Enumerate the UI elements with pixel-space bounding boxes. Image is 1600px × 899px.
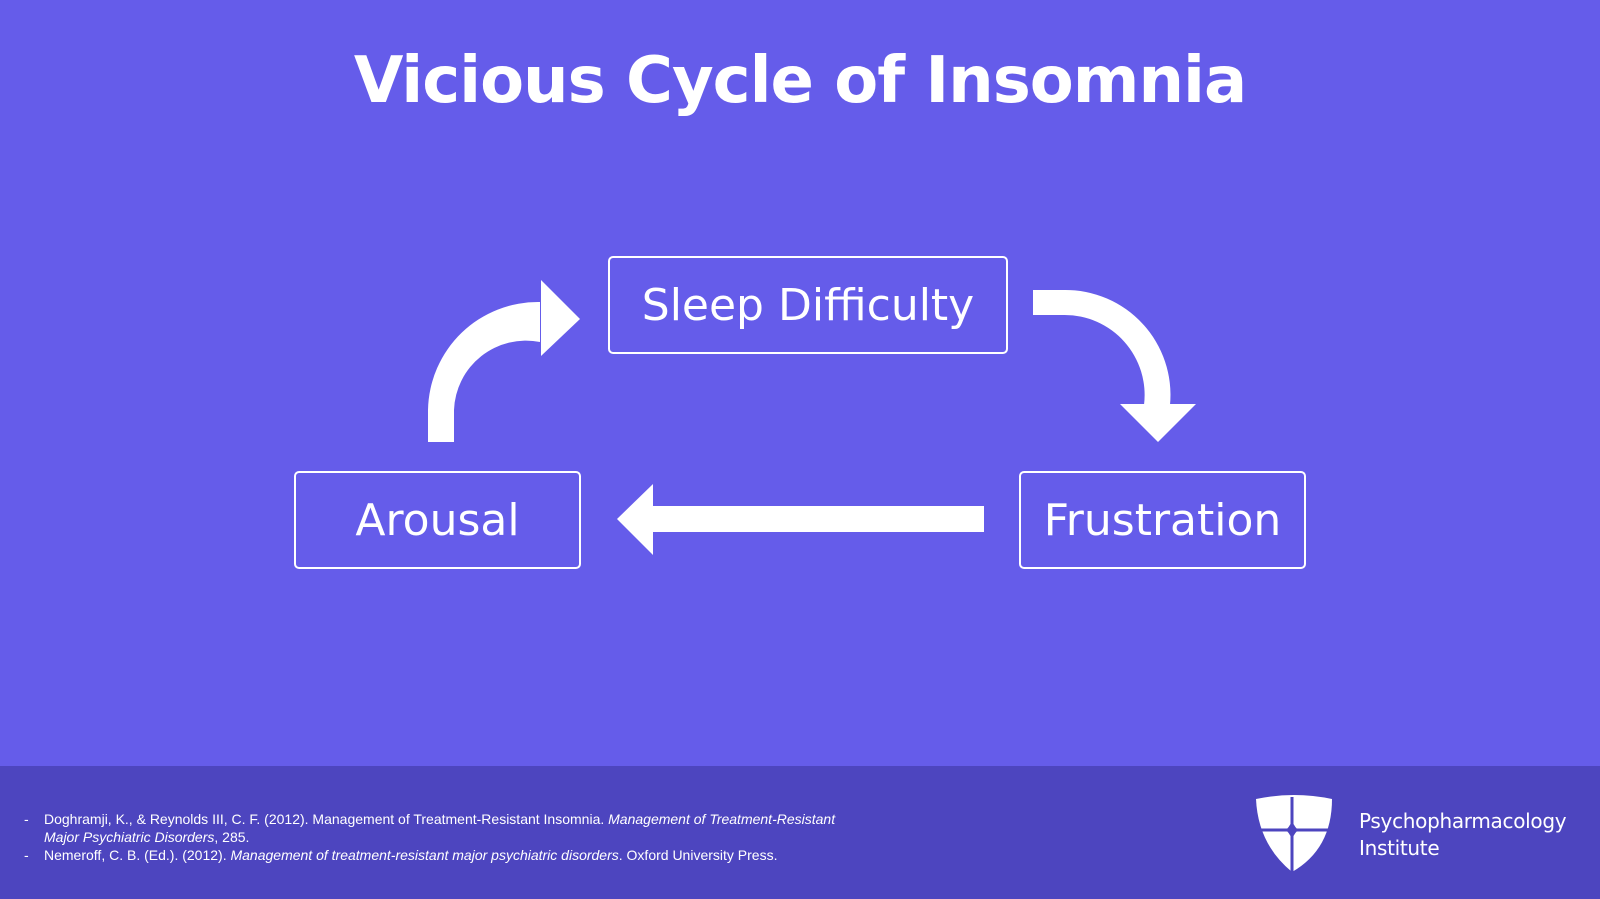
curved-arrow-down-icon bbox=[1033, 289, 1196, 442]
reference-text: Doghramji, K., & Reynolds III, C. F. (20… bbox=[44, 811, 609, 827]
reference-text: Nemeroff, C. B. (Ed.). (2012). bbox=[44, 847, 231, 863]
logo-text: Psychopharmacology Institute bbox=[1359, 808, 1567, 862]
reference-text: . Oxford University Press. bbox=[618, 847, 778, 863]
reference-source: Management of treatment-resistant major … bbox=[230, 847, 619, 863]
reference-item: Nemeroff, C. B. (Ed.). (2012). Managemen… bbox=[24, 846, 844, 864]
reference-text: , 285. bbox=[214, 829, 250, 845]
logo-line-1: Psychopharmacology bbox=[1359, 809, 1567, 833]
node-sleep-difficulty: Sleep Difficulty bbox=[608, 256, 1008, 354]
logo-line-2: Institute bbox=[1359, 836, 1440, 860]
cycle-arrows bbox=[428, 280, 1196, 555]
node-label: Sleep Difficulty bbox=[641, 279, 975, 331]
reference-source: Management of Treatment-Resistant Major … bbox=[44, 811, 836, 845]
arrow-left-icon bbox=[617, 484, 984, 555]
institute-logo: Psychopharmacology Institute bbox=[1254, 794, 1584, 874]
curved-arrow-right-icon bbox=[428, 280, 580, 442]
shield-cross-icon bbox=[1256, 795, 1332, 872]
footer: Doghramji, K., & Reynolds III, C. F. (20… bbox=[0, 766, 1600, 899]
node-label: Frustration bbox=[1043, 494, 1282, 546]
node-arousal: Arousal bbox=[294, 471, 581, 569]
reference-item: Doghramji, K., & Reynolds III, C. F. (20… bbox=[24, 810, 844, 846]
node-frustration: Frustration bbox=[1019, 471, 1306, 569]
slide-title: Vicious Cycle of Insomnia bbox=[353, 44, 1247, 118]
references-list: Doghramji, K., & Reynolds III, C. F. (20… bbox=[24, 810, 844, 864]
node-label: Arousal bbox=[355, 494, 520, 546]
